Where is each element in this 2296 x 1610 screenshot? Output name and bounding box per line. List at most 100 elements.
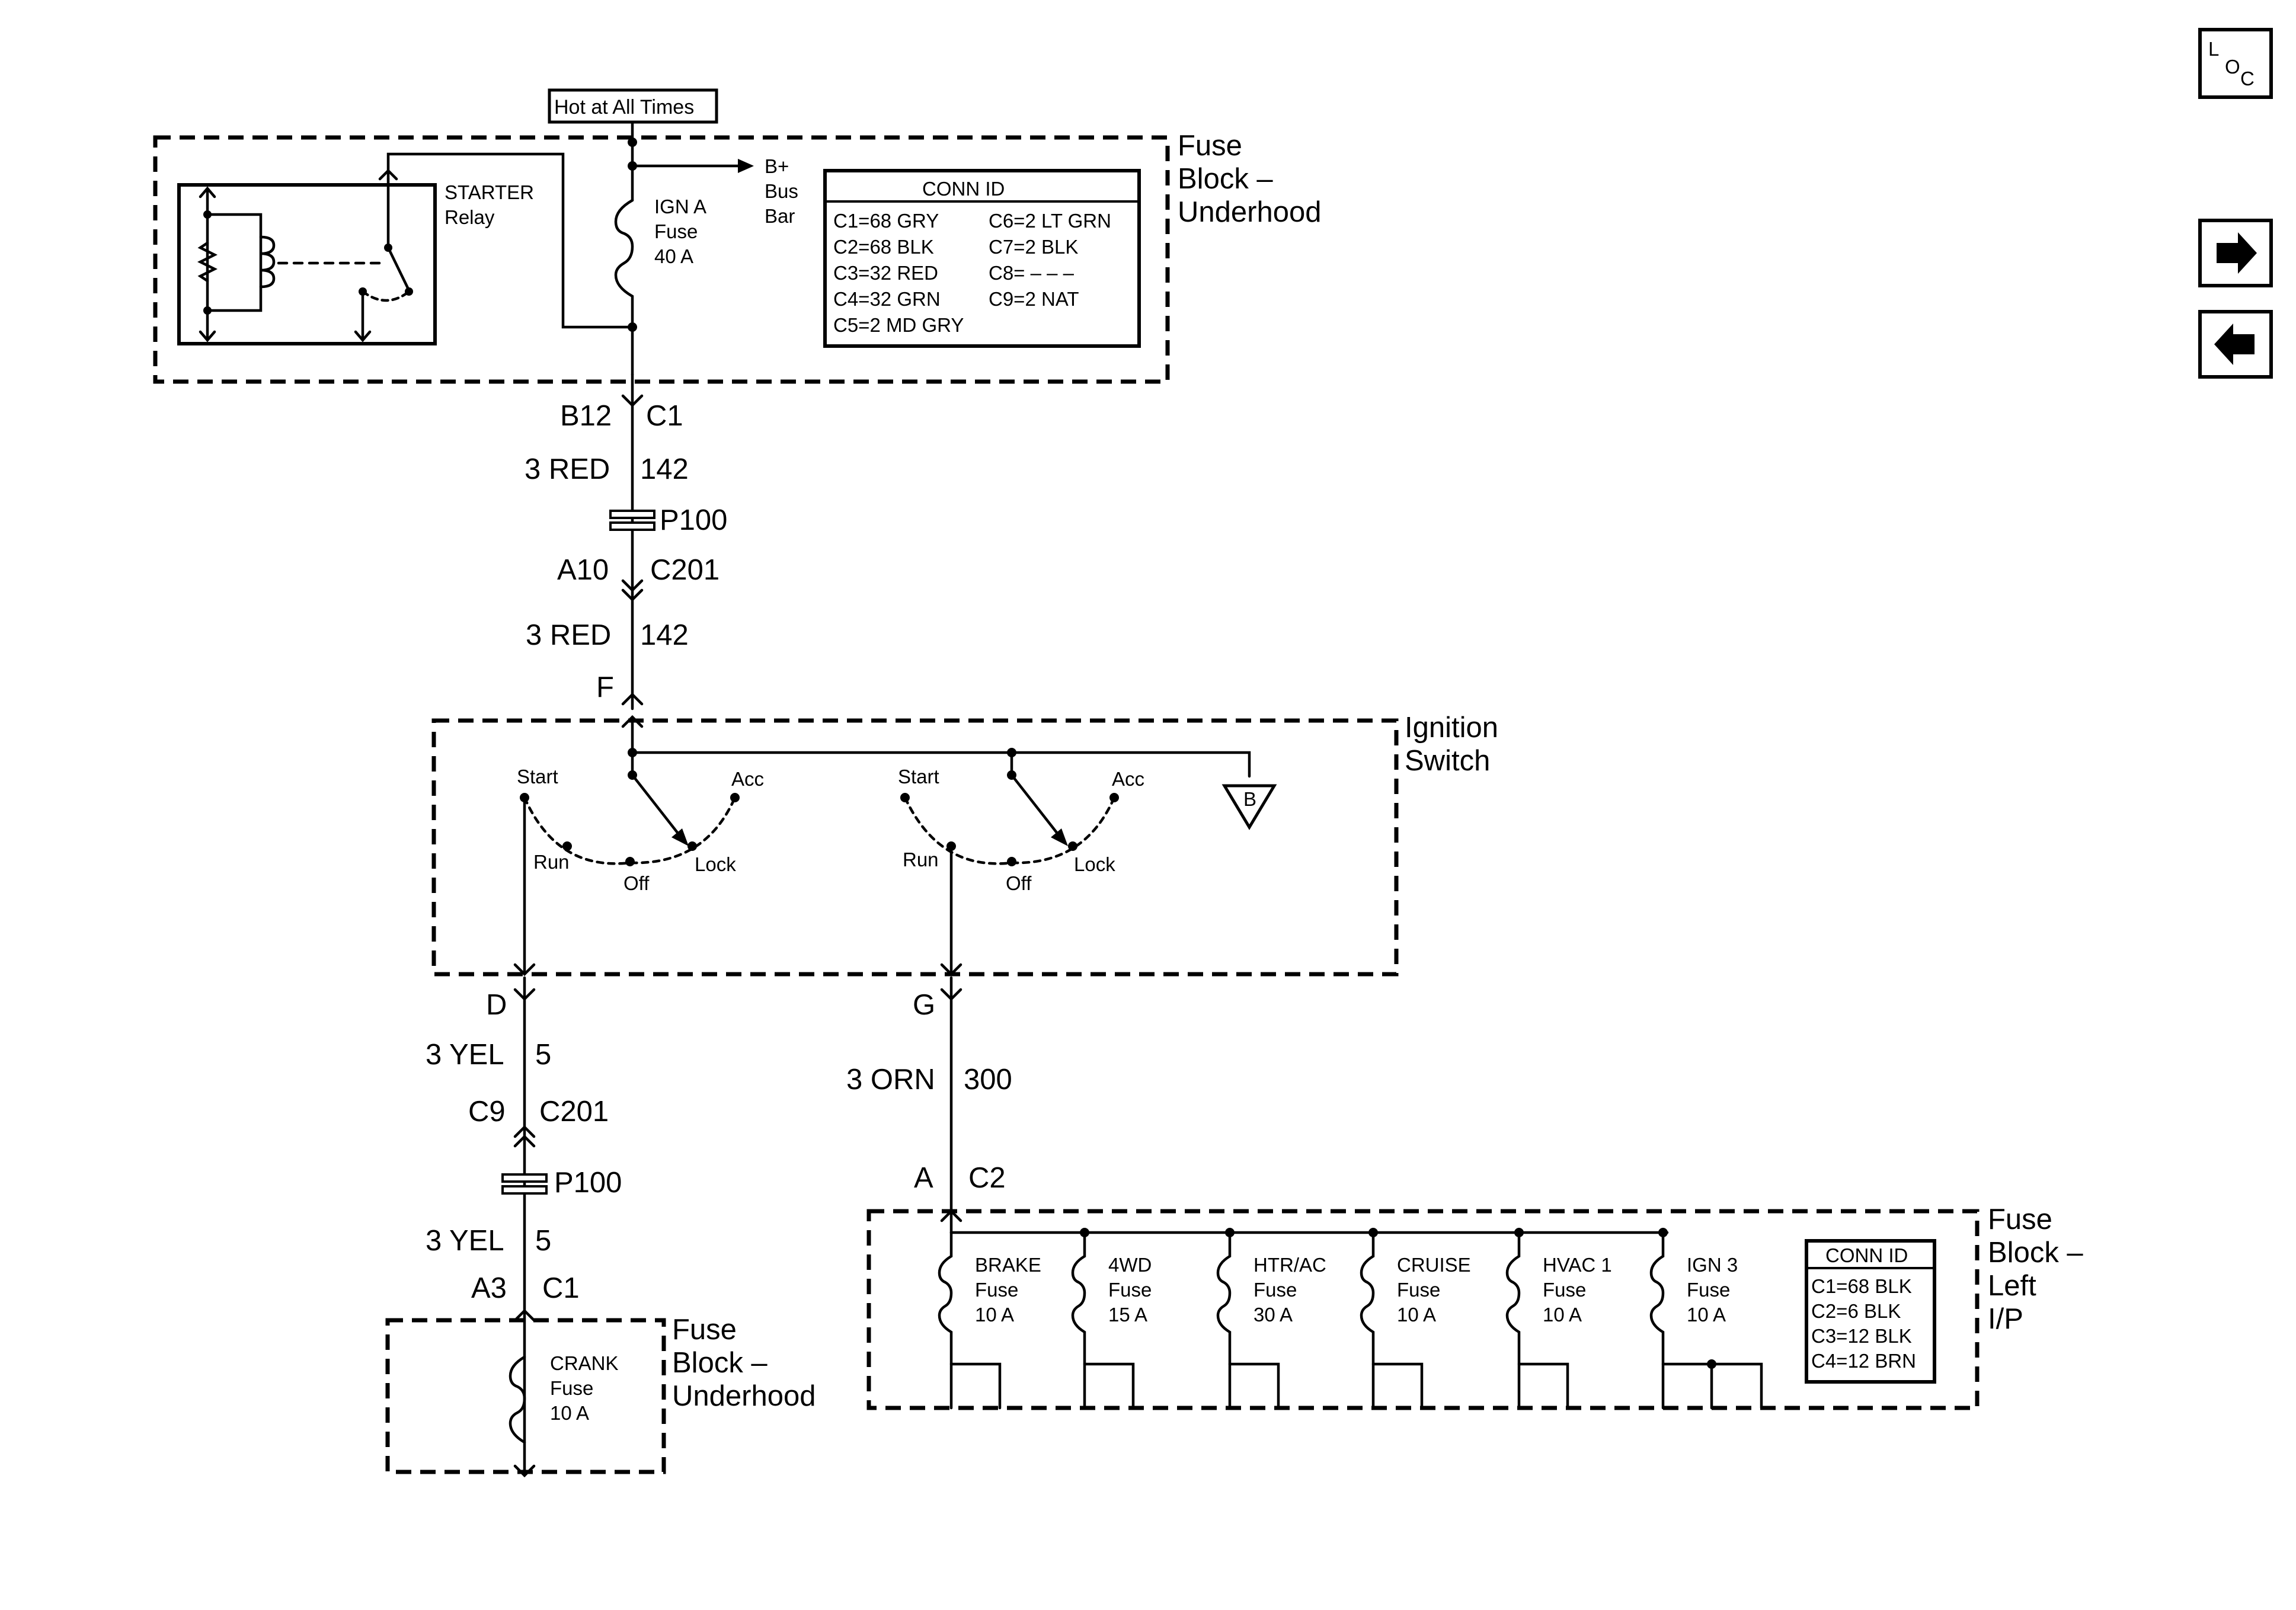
ign-a-fuse-label-3: 40 A xyxy=(654,245,693,267)
pin-a: A xyxy=(914,1162,933,1194)
splice-p100-crank-a xyxy=(501,1173,548,1183)
ip-fuse-2: 4WD Fuse 15 A xyxy=(1071,1228,1152,1410)
wire-3-yel-1: 3 YEL xyxy=(426,1039,504,1071)
conn-id-c1: C1=68 GRY xyxy=(833,210,939,232)
ip-fuse-rating: 15 A xyxy=(1108,1304,1147,1326)
left-switch-arc xyxy=(523,796,737,865)
arrow-left-icon xyxy=(2214,324,2255,365)
conn-id-c5: C5=2 MD GRY xyxy=(833,314,964,336)
wire-3-red-2: 3 RED xyxy=(526,619,611,651)
pin-a10: A10 xyxy=(557,554,609,586)
splice-p100-crank-b xyxy=(501,1185,548,1195)
ip-fuse-rating: 10 A xyxy=(1687,1304,1726,1326)
loc-letter-c: C xyxy=(2240,68,2255,89)
upper-feed-circuit: B12 C1 3 RED 142 P100 A10 C201 3 RED 142… xyxy=(525,373,727,710)
circuit-300: 300 xyxy=(964,1064,1012,1096)
left-start-label: Start xyxy=(517,766,558,788)
fuse-block-underhood-crank-label-2: Block – xyxy=(672,1347,768,1379)
ip-fuse-type: Fuse xyxy=(1108,1279,1152,1301)
fuse-block-underhood-crank-label-1: Fuse xyxy=(672,1314,737,1346)
conn-id-ip-title: CONN ID xyxy=(1825,1244,1908,1266)
splice-p100-label-top: P100 xyxy=(660,504,727,536)
ip-fuse-name: 4WD xyxy=(1108,1254,1152,1276)
ip-fuse-name: IGN 3 xyxy=(1687,1254,1738,1276)
ip-fuse-rating: 10 A xyxy=(1543,1304,1582,1326)
back-button[interactable] xyxy=(2198,310,2273,379)
hot-at-all-times-label: Hot at All Times xyxy=(554,96,694,119)
relay-coil-symbol xyxy=(259,235,276,289)
fuse-block-underhood-crank-outline xyxy=(385,1318,666,1474)
crank-fuse-label-2: Fuse xyxy=(550,1377,593,1399)
right-start-label: Start xyxy=(898,766,939,788)
crank-fuse-label-3: 10 A xyxy=(550,1402,589,1424)
wire-3-yel-2: 3 YEL xyxy=(426,1225,504,1257)
fuse-block-underhood-label-3: Underhood xyxy=(1178,196,1321,228)
fuse-symbol xyxy=(1360,1231,1375,1410)
ign-a-fuse-label-1: IGN A xyxy=(654,196,706,217)
conn-id-c9: C9=2 NAT xyxy=(989,288,1079,310)
ip-fuse-type: Fuse xyxy=(975,1279,1018,1301)
fuse-block-left-ip-label-3: Left xyxy=(1988,1270,2036,1302)
ip-fuse-group: BRAKE Fuse 10 A 4WD Fuse 15 A HTR/AC Fuse 30 A CR… xyxy=(938,1228,1763,1410)
conn-c201-crank: C201 xyxy=(539,1096,609,1128)
right-off-label: Off xyxy=(1006,872,1032,894)
ignition-switch-label-1: Ignition xyxy=(1405,712,1498,744)
splice-p100-top-a xyxy=(609,510,655,519)
ip-fuse-name: BRAKE xyxy=(975,1254,1041,1276)
left-run-label: Run xyxy=(533,851,570,873)
ip-fuse-rating: 10 A xyxy=(975,1304,1014,1326)
conn-id-underhood-box xyxy=(823,169,1141,348)
conn-id-c8: C8= – – – xyxy=(989,262,1075,284)
ip-fuse-rating: 30 A xyxy=(1253,1304,1293,1326)
conn-c1-crank: C1 xyxy=(542,1272,580,1304)
loc-button[interactable]: L O C xyxy=(2198,28,2273,99)
fuse-symbol xyxy=(938,1231,953,1410)
circuit-142-2: 142 xyxy=(640,619,689,651)
fuse-block-underhood-crank-label-3: Underhood xyxy=(672,1380,816,1412)
fuse-block-left-ip-label-1: Fuse xyxy=(1988,1204,2052,1235)
bus-bar-label-2: Bus xyxy=(765,180,798,202)
conn-id-ip-c1: C1=68 BLK xyxy=(1811,1275,1912,1297)
circuit-142-1: 142 xyxy=(640,453,689,485)
conn-id-c3: C3=32 RED xyxy=(833,262,938,284)
fuse-block-left-ip-label-2: Block – xyxy=(1988,1237,2083,1269)
starter-relay-label-1: STARTER xyxy=(445,181,534,203)
ip-fuse-name: HTR/AC xyxy=(1253,1254,1326,1276)
bus-bar-arrow xyxy=(738,159,754,173)
conn-id-ip-c2: C2=6 BLK xyxy=(1811,1300,1901,1322)
wire-3-orn: 3 ORN xyxy=(846,1064,935,1096)
pin-g: G xyxy=(913,989,935,1021)
ignition-switch-label-2: Switch xyxy=(1405,745,1490,777)
fuse-symbol xyxy=(1649,1231,1665,1410)
ip-fuse-name: CRUISE xyxy=(1397,1254,1471,1276)
ip-fuse-type: Fuse xyxy=(1253,1279,1297,1301)
fuse-block-left-ip-label-4: I/P xyxy=(1988,1303,2023,1335)
right-switch-arc xyxy=(903,796,1116,865)
conn-id-ip-box xyxy=(1805,1239,1936,1384)
fuse-block-underhood-top: Fuse Block – Underhood Hot at All Times … xyxy=(153,88,1321,384)
conn-id-c6: C6=2 LT GRN xyxy=(989,210,1111,232)
left-acc-label: Acc xyxy=(731,768,764,790)
splice-p100-label-crank: P100 xyxy=(554,1167,622,1199)
fuse-block-underhood-outline xyxy=(153,135,1170,384)
conn-c1-top: C1 xyxy=(646,400,683,432)
splice-p100-top-b xyxy=(609,521,655,531)
crank-circuit: D 3 YEL 5 C9 C201 P100 3 YEL 5 A3 C1 Fus… xyxy=(385,976,816,1478)
loc-letter-o: O xyxy=(2225,56,2240,78)
fuse-symbol xyxy=(1505,1231,1521,1410)
next-button[interactable] xyxy=(2198,219,2273,287)
ign-a-fuse-symbol xyxy=(614,199,634,376)
pin-c9: C9 xyxy=(468,1096,506,1128)
left-off-label: Off xyxy=(623,872,650,894)
pin-a3: A3 xyxy=(471,1272,507,1304)
fuse-symbol xyxy=(1071,1231,1086,1410)
ignition-run-circuit: G 3 ORN 300 A C2 Fuse Block – Left I/P B… xyxy=(846,976,2083,1410)
left-lock-label: Lock xyxy=(695,853,736,875)
conn-id-ip-c4: C4=12 BRN xyxy=(1811,1350,1916,1372)
conn-id-c2: C2=68 BLK xyxy=(833,236,934,258)
starter-relay-label-2: Relay xyxy=(445,206,495,228)
circuit-5-1: 5 xyxy=(535,1039,551,1071)
ign-a-fuse-label-2: Fuse xyxy=(654,220,698,242)
